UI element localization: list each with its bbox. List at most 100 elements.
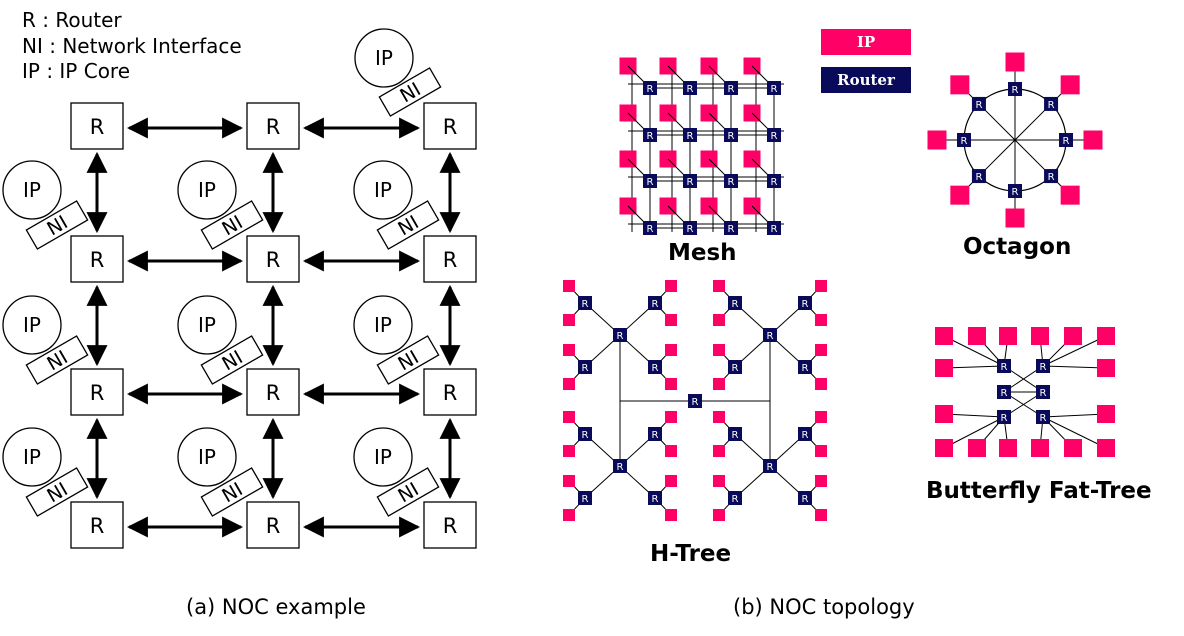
butterfly-ip [999, 439, 1017, 457]
htree-ip [713, 314, 725, 326]
ip-core-circle [177, 427, 237, 487]
network-interface-box [378, 67, 442, 117]
router-square-label: R [1048, 100, 1055, 111]
router-square-label: R [687, 84, 694, 95]
mesh-router [683, 221, 697, 235]
butterfly-ip [968, 327, 986, 345]
butterfly-ip [999, 327, 1017, 345]
router-label: R [90, 514, 105, 538]
router-square-label: R [771, 177, 778, 188]
htree-ip [665, 280, 677, 292]
router-box [70, 102, 124, 150]
htree-ip [713, 445, 725, 457]
router-square-label: R [582, 494, 589, 505]
octagon-router [1008, 82, 1022, 96]
router-square-label: R [1063, 136, 1070, 147]
caption-noc-topology: (b) NOC topology [733, 595, 915, 619]
router-box [246, 501, 300, 549]
butterfly-link [943, 413, 1005, 418]
htree-ip [563, 344, 575, 356]
title-octagon: Octagon [963, 234, 1072, 260]
router-square-label: R [1048, 172, 1055, 183]
mesh-router [767, 128, 781, 142]
mesh-router [643, 81, 657, 95]
router-square-label: R [652, 363, 659, 374]
octagon-router [971, 96, 986, 111]
network-interface-box [200, 335, 264, 385]
octagon-router [1044, 96, 1059, 111]
octagon-ip [1083, 130, 1103, 150]
htree-router [763, 328, 777, 342]
ip-core-circle [177, 160, 237, 220]
ip-core-circle [2, 160, 62, 220]
butterfly-link [1042, 416, 1107, 449]
router-box [423, 102, 477, 150]
router-square-label: R [687, 131, 694, 142]
htree-ip [815, 475, 827, 487]
htree-router [648, 296, 662, 310]
router-square-label: R [652, 299, 659, 310]
ip-core-label: IP [198, 313, 216, 337]
router-square-label: R [582, 363, 589, 374]
key-router: Router [821, 67, 911, 93]
octagon-router [957, 133, 971, 147]
router-square-label: R [961, 136, 968, 147]
router-square-label: R [652, 430, 659, 441]
mesh-router [767, 221, 781, 235]
htree-ip [713, 475, 725, 487]
htree-router [613, 459, 627, 473]
butterfly-ip [935, 327, 953, 345]
caption-noc-example: (a) NOC example [186, 595, 366, 619]
router-square-label: R [732, 430, 739, 441]
htree-ip [713, 344, 725, 356]
router-square-label: R [771, 224, 778, 235]
router-square-label: R [732, 494, 739, 505]
htree-router [728, 427, 742, 441]
octagon-ip [1005, 52, 1025, 72]
router-square-label: R [652, 494, 659, 505]
legend-ip-core: IP : IP Core [22, 59, 131, 83]
octagon-ip [927, 130, 947, 150]
router-box [70, 368, 124, 416]
octagon-ip [950, 185, 970, 205]
ip-core-label: IP [374, 313, 392, 337]
network-interface-box [376, 335, 440, 385]
butterfly-ip [935, 359, 953, 377]
htree-router [578, 296, 592, 310]
htree-router [763, 459, 777, 473]
router-square-label: R [617, 331, 624, 342]
ip-core-label: IP [375, 46, 393, 70]
mesh-router [643, 128, 657, 142]
router-square-label: R [617, 462, 624, 473]
router-label: R [443, 381, 458, 405]
htree-ip [815, 378, 827, 390]
router-square-label: R [1012, 85, 1019, 96]
router-box [423, 235, 477, 283]
butterfly-ip [1064, 439, 1082, 457]
htree-ip [665, 475, 677, 487]
htree-ip [563, 314, 575, 326]
ip-core-circle [353, 427, 413, 487]
butterfly-link [943, 335, 1005, 367]
ip-core-circle [2, 295, 62, 355]
router-label: R [90, 115, 105, 139]
htree-ip [563, 475, 575, 487]
octagon-ip [1005, 208, 1025, 228]
butterfly-ip [935, 439, 953, 457]
htree-ip [665, 509, 677, 521]
htree-ip [563, 411, 575, 423]
butterfly-ip [1064, 327, 1082, 345]
router-square-label: R [728, 84, 735, 95]
butterfly-router [997, 385, 1011, 399]
htree-router [648, 360, 662, 374]
butterfly-router [997, 410, 1011, 424]
router-box [70, 235, 124, 283]
octagon-ip [1060, 185, 1080, 205]
router-square-label: R [767, 331, 774, 342]
butterfly-ip [935, 405, 953, 423]
mesh-router [767, 174, 781, 188]
htree-ip [665, 344, 677, 356]
router-label: R [90, 248, 105, 272]
router-square-label: R [728, 224, 735, 235]
legend-router: R : Router [22, 8, 122, 32]
